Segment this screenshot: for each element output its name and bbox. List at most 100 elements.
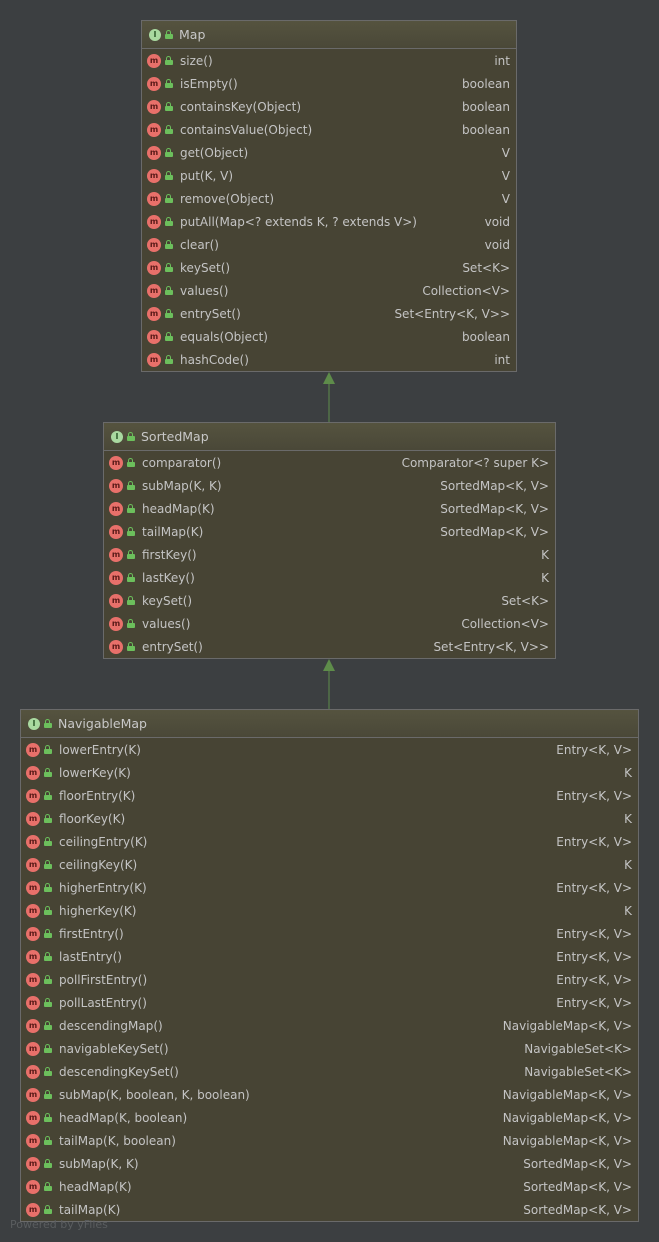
method-name: navigableKeySet() [59,1041,169,1056]
method-icon: m [26,972,40,987]
method-name: values() [142,616,191,631]
public-lock-icon [165,217,174,226]
method-return-type: NavigableMap<K, V> [502,1087,632,1102]
method-return-type: Collection<V> [461,616,549,631]
method-name: headMap(K) [59,1179,132,1194]
method-icon: m [147,260,161,275]
public-lock-icon [44,745,53,754]
method-return-type: SortedMap<K, V> [440,501,549,516]
method-name: headMap(K) [142,501,215,516]
method-name: entrySet() [180,306,241,321]
public-lock-icon [127,458,136,467]
method-icon: m [147,99,161,114]
method-icon: m [147,237,161,252]
method-name: keySet() [180,260,231,275]
method-icon: m [26,742,40,757]
method-name: lowerKey(K) [59,765,131,780]
method-return-type: SortedMap<K, V> [523,1179,632,1194]
public-lock-icon [165,286,174,295]
public-lock-icon [127,481,136,490]
method-name: comparator() [142,455,222,470]
inheritance-arrowhead [323,372,335,384]
method-return-type: SortedMap<K, V> [523,1156,632,1171]
public-lock-icon [165,194,174,203]
method-row[interactable]: m headMap(K) SortedMap<K, V> [104,497,555,520]
method-icon: m [26,949,40,964]
method-icon: m [26,1156,40,1171]
method-return-type: Set<K> [501,593,549,608]
method-icon: m [109,639,123,654]
method-name: tailMap(K, boolean) [59,1133,176,1148]
method-return-type: int [494,352,510,367]
method-icon: m [147,191,161,206]
public-lock-icon [165,30,174,39]
method-icon: m [26,1018,40,1033]
method-name: keySet() [142,593,193,608]
method-return-type: Entry<K, V> [556,742,632,757]
public-lock-icon [165,263,174,272]
method-return-type: K [624,765,632,780]
method-icon: m [147,214,161,229]
method-return-type: K [624,903,632,918]
method-return-type: SortedMap<K, V> [440,478,549,493]
public-lock-icon [165,332,174,341]
public-lock-icon [44,1136,53,1145]
public-lock-icon [127,432,136,441]
method-icon: m [109,501,123,516]
method-name: firstKey() [142,547,197,562]
method-name: floorKey(K) [59,811,126,826]
method-icon: m [147,352,161,367]
method-name: descendingMap() [59,1018,163,1033]
method-name: isEmpty() [180,76,238,91]
